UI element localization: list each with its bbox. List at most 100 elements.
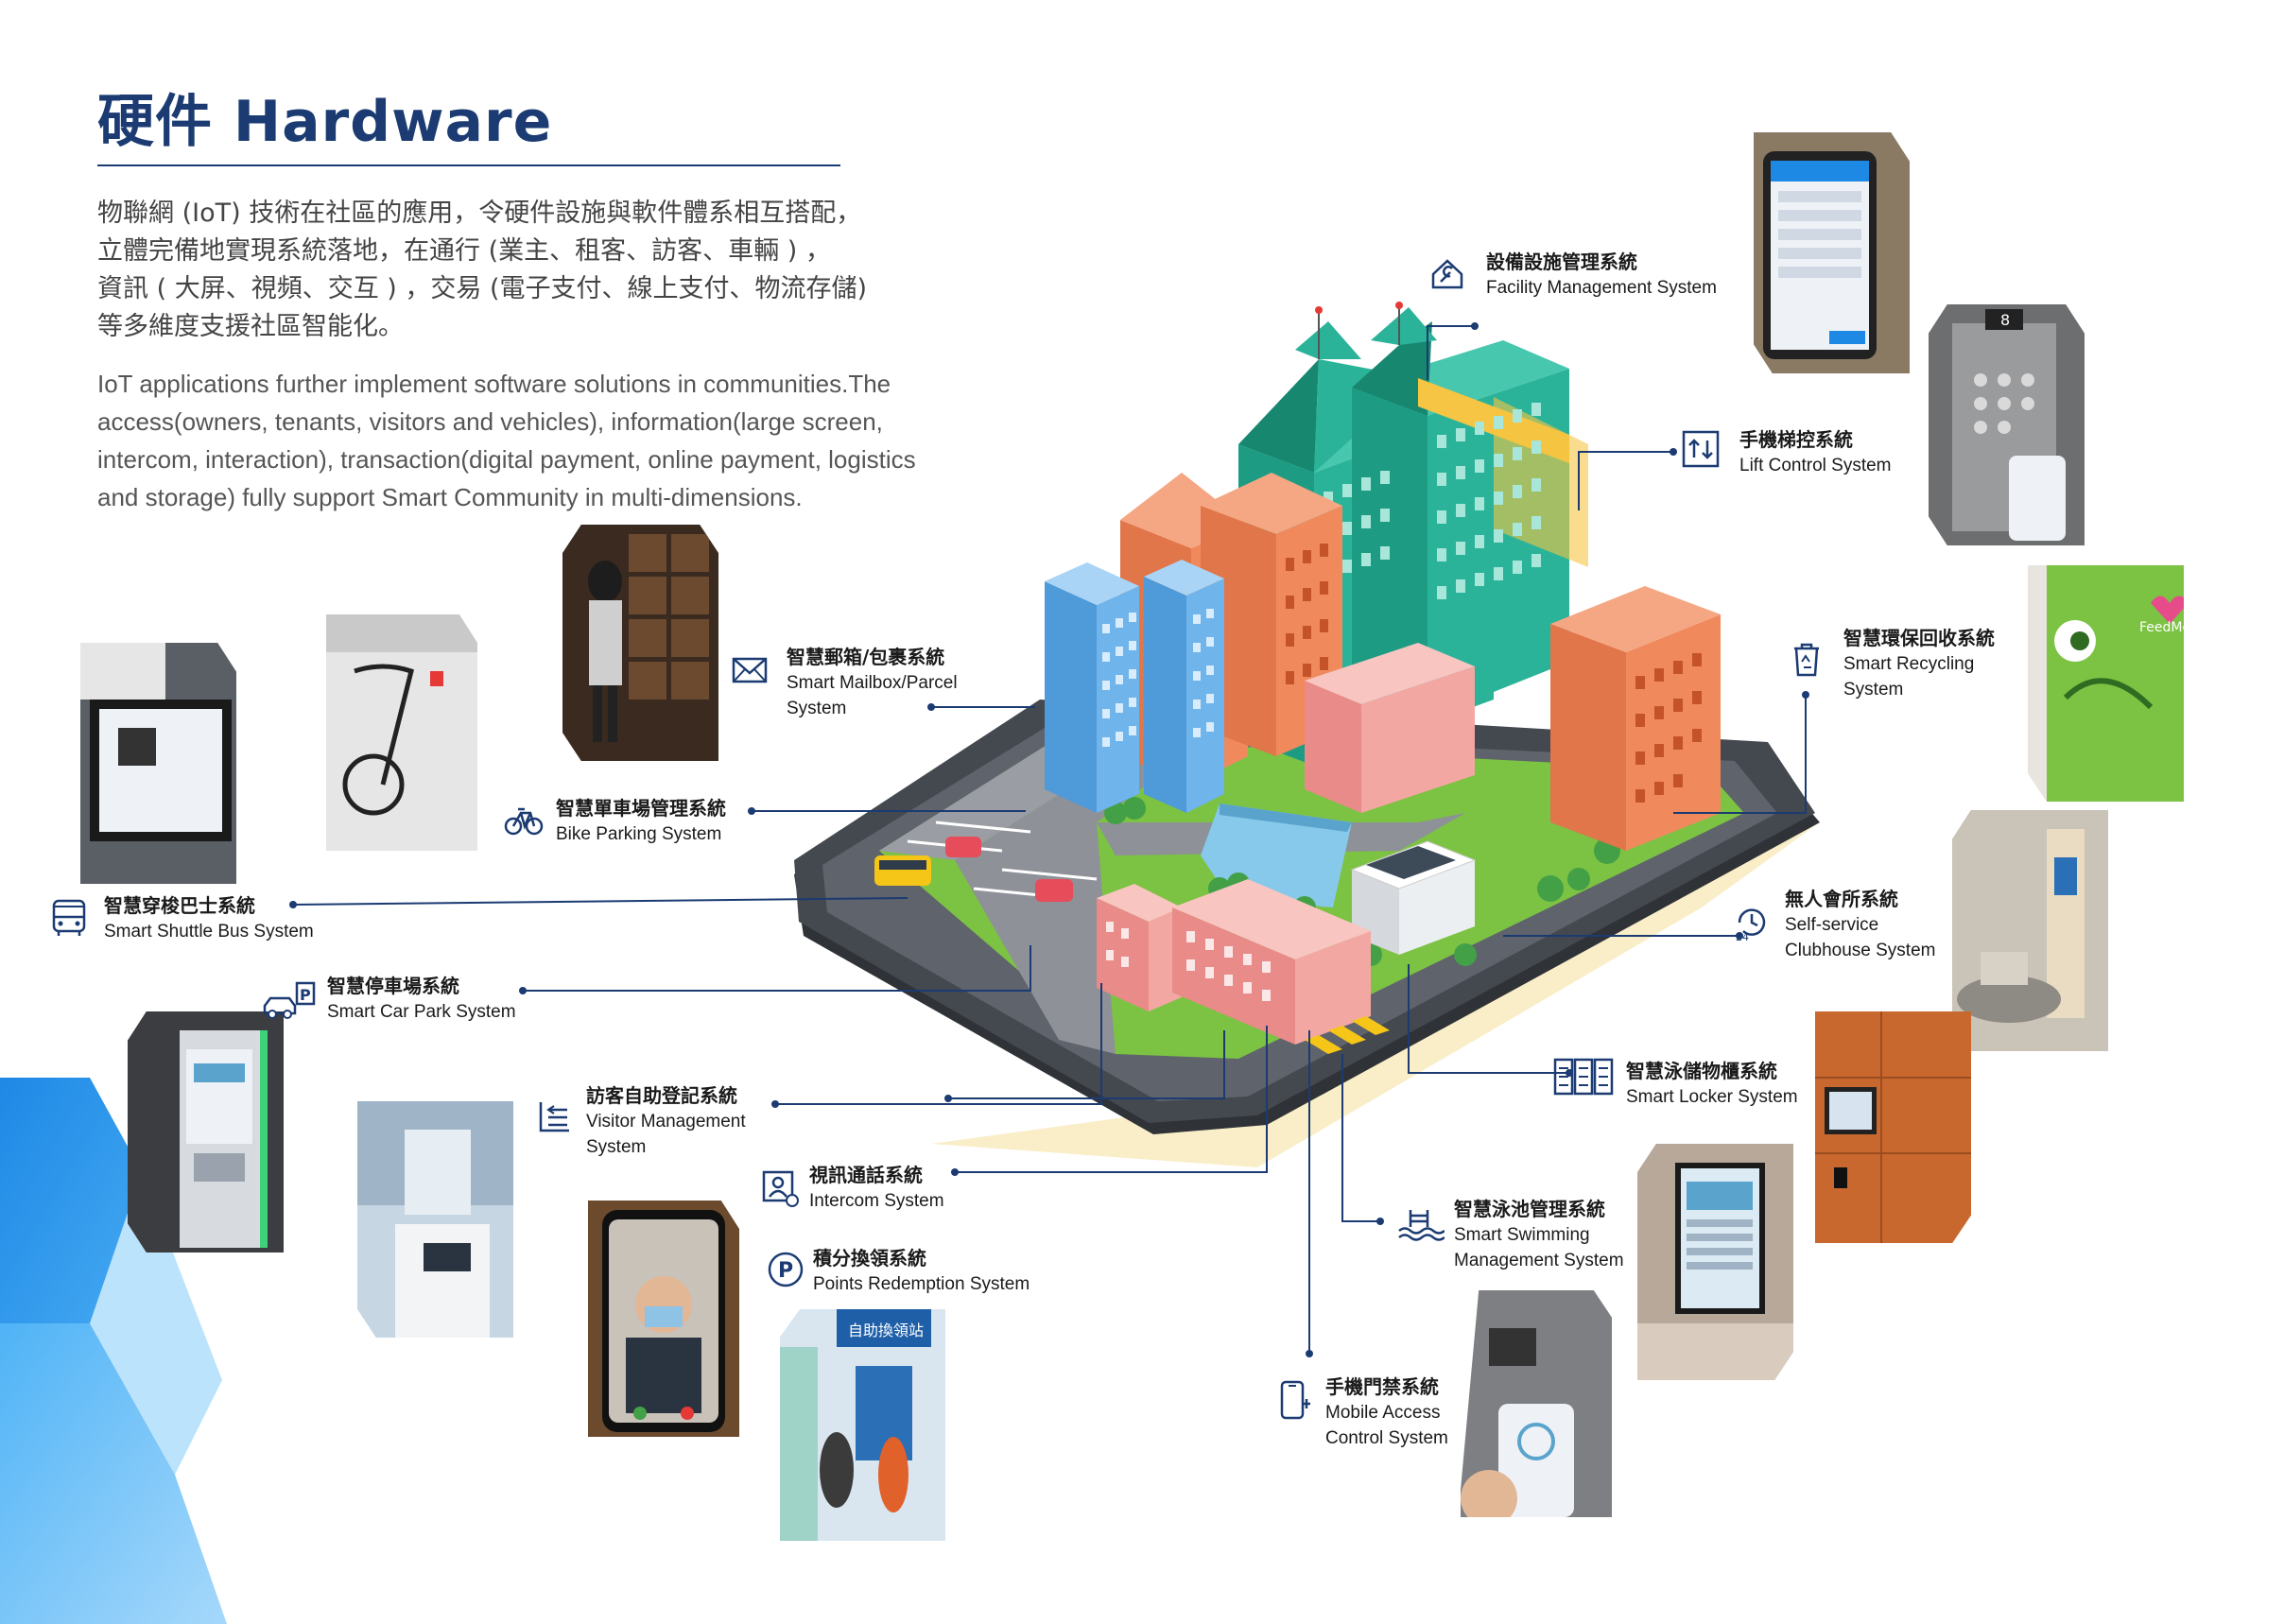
label-en: Smart Car Park System xyxy=(327,1002,516,1022)
label-en: Lift Control System xyxy=(1739,456,1892,475)
visitor-list-icon xyxy=(535,1097,575,1136)
photo-car-park-machine xyxy=(128,1011,284,1253)
photo-smart-locker xyxy=(1815,1011,1971,1243)
en-intro-line: IoT applications further implement softw… xyxy=(97,370,891,398)
svg-text:24: 24 xyxy=(1736,931,1749,942)
label-en: System xyxy=(1843,680,1904,700)
label-self-service-clubhouse: 無人會所系統 Self-service Clubhouse System xyxy=(1785,887,1935,963)
en-intro-line: and storage) fully support Smart Communi… xyxy=(97,483,803,511)
label-zh: 設備設施管理系統 xyxy=(1486,251,1637,273)
points-coin-icon: P xyxy=(766,1250,805,1289)
clock-24-icon: 24 xyxy=(1732,903,1772,943)
car-parking-icon: P xyxy=(261,981,318,1021)
label-en: Self-service xyxy=(1785,915,1879,935)
zh-intro-line: 等多維度支援社區智能化。 xyxy=(97,312,404,341)
label-zh: 智慧泳池管理系統 xyxy=(1454,1198,1605,1220)
photo-points-redemption: 自助換領站 xyxy=(780,1309,945,1541)
label-en: Facility Management System xyxy=(1486,278,1717,298)
label-en: Smart Shuttle Bus System xyxy=(104,922,314,942)
title-divider xyxy=(97,164,840,166)
blue-towers xyxy=(1045,560,1224,813)
clubhouse-building xyxy=(1350,840,1477,955)
label-bike-parking: 智慧單車場管理系統 Bike Parking System xyxy=(556,796,726,847)
photo-video-intercom xyxy=(588,1201,739,1437)
photo-bike-parking xyxy=(326,614,477,851)
label-smart-mailbox: 智慧郵箱/包裹系統 Smart Mailbox/Parcel System xyxy=(787,645,958,721)
photo-shuttle-tablet xyxy=(80,643,236,884)
cars xyxy=(874,837,1073,902)
label-intercom: 視訊通話系統 Intercom System xyxy=(809,1163,944,1214)
label-visitor-management: 訪客自助登記系統 Visitor Management System xyxy=(586,1083,746,1160)
en-intro-line: access(owners, tenants, visitors and veh… xyxy=(97,407,883,436)
lift-arrows-icon xyxy=(1681,429,1721,469)
label-en: Points Redemption System xyxy=(813,1274,1030,1294)
video-call-icon xyxy=(760,1168,800,1208)
orange-right-windows xyxy=(1635,653,1702,803)
label-smart-shuttle-bus: 智慧穿梭巴士系統 Smart Shuttle Bus System xyxy=(104,893,314,944)
label-mobile-access: 手機門禁系統 Mobile Access Control System xyxy=(1325,1374,1448,1451)
label-zh: 積分換領系統 xyxy=(813,1247,926,1270)
label-en: System xyxy=(787,699,847,718)
label-zh: 智慧單車場管理系統 xyxy=(556,797,726,820)
label-en: Mobile Access xyxy=(1325,1403,1441,1423)
label-en: Smart Locker System xyxy=(1626,1087,1798,1107)
recycle-bin-icon xyxy=(1787,639,1826,679)
label-zh: 訪客自助登記系統 xyxy=(586,1084,737,1107)
blue-windows xyxy=(1102,609,1214,747)
photo-visitor-kiosk xyxy=(357,1101,513,1338)
pink-buildings-front xyxy=(1097,879,1371,1045)
orange-tower-right xyxy=(1550,586,1721,851)
label-facility-management: 設備設施管理系統 Facility Management System xyxy=(1486,250,1717,301)
photo-recycling-machine: FeedMe xyxy=(2028,565,2184,802)
label-zh: 智慧郵箱/包裹系統 xyxy=(787,646,945,668)
photo-clubhouse-kiosk xyxy=(1952,810,2108,1051)
label-en: Smart Recycling xyxy=(1843,654,1975,674)
label-en: Smart Mailbox/Parcel xyxy=(787,673,958,693)
photo-pool-screen xyxy=(1637,1144,1793,1380)
zh-intro-line: 立體完備地實現系統落地，在通行 (業主、租客、訪客、車輛 ) ， xyxy=(97,236,831,266)
label-en: Intercom System xyxy=(809,1191,944,1211)
photo-facility-phone xyxy=(1754,132,1910,373)
label-zh: 手機門禁系統 xyxy=(1325,1375,1439,1398)
crosswalk xyxy=(1305,1016,1390,1054)
label-zh: 智慧泳儲物櫃系統 xyxy=(1626,1060,1777,1082)
svg-text:P: P xyxy=(778,1259,793,1283)
en-intro-line: intercom, interaction), transaction(digi… xyxy=(97,445,916,474)
zh-intro-line: 物聯網 (IoT) 技術在社區的應用，令硬件設施與軟件體系相互搭配， xyxy=(97,199,862,228)
lift-floor-indicator: 8 xyxy=(2000,311,2010,329)
label-lift-control: 手機梯控系統 Lift Control System xyxy=(1739,427,1892,478)
locker-icon xyxy=(1553,1057,1614,1097)
label-zh: 智慧環保回收系統 xyxy=(1843,627,1995,649)
label-zh: 無人會所系統 xyxy=(1785,888,1898,910)
label-smart-recycling: 智慧環保回收系統 Smart Recycling System xyxy=(1843,626,1995,702)
orange-windows xyxy=(1286,544,1328,684)
wrench-house-icon xyxy=(1428,253,1467,293)
recycling-brand-text: FeedMe xyxy=(2139,620,2184,635)
label-zh: 手機梯控系統 xyxy=(1739,428,1853,451)
decorative-hexagons xyxy=(0,1078,227,1624)
teal-windows xyxy=(1324,403,1541,599)
label-en: Smart Swimming xyxy=(1454,1225,1590,1245)
label-en: Bike Parking System xyxy=(556,824,722,844)
label-en: Visitor Management xyxy=(586,1112,746,1132)
zh-intro-line: 資訊 ( 大屏、視頻、交互 ) ，交易 (電子支付、線上支付、物流存儲) xyxy=(97,274,868,303)
label-smart-swimming: 智慧泳池管理系統 Smart Swimming Management Syste… xyxy=(1454,1197,1624,1273)
photo-lift-control: 8 xyxy=(1929,304,2085,545)
photo-mobile-access xyxy=(1461,1290,1612,1517)
page-title: 硬件 Hardware xyxy=(97,89,553,155)
envelope-icon xyxy=(730,650,770,690)
label-zh: 智慧穿梭巴士系統 xyxy=(104,894,255,917)
connector-lines xyxy=(292,325,1807,1354)
phone-icon xyxy=(1274,1380,1314,1420)
label-en: Control System xyxy=(1325,1428,1448,1448)
swimming-icon xyxy=(1397,1202,1445,1242)
label-smart-locker: 智慧泳儲物櫃系統 Smart Locker System xyxy=(1626,1059,1798,1110)
pink-windows xyxy=(1106,922,1271,1001)
label-zh: 智慧停車場系統 xyxy=(327,975,459,997)
svg-text:P: P xyxy=(300,986,311,1004)
label-en: Clubhouse System xyxy=(1785,941,1936,960)
label-en: System xyxy=(586,1137,647,1157)
label-en: Management System xyxy=(1454,1251,1624,1270)
label-points-redemption: 積分換領系統 Points Redemption System xyxy=(813,1246,1030,1297)
